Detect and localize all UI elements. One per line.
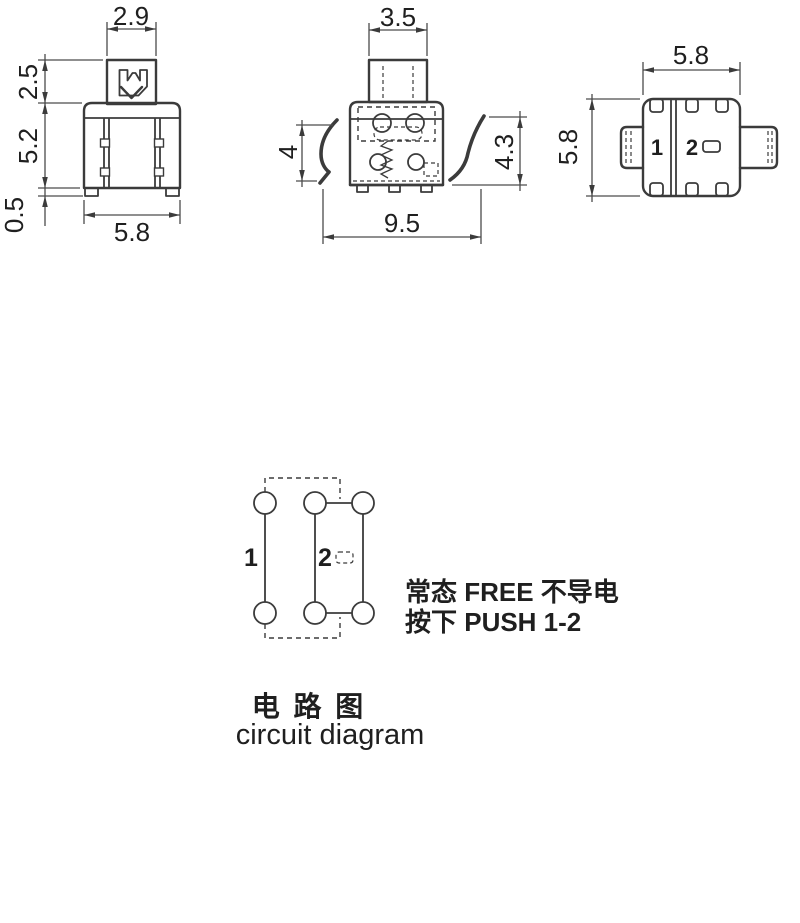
side-tab-left <box>619 125 645 170</box>
arrowhead <box>589 185 595 196</box>
terminal-node <box>351 601 375 625</box>
arrowhead <box>145 26 156 32</box>
arrowhead <box>416 27 427 33</box>
dim-label-left-lower: 0.5 <box>0 197 29 233</box>
front-foot-left <box>84 187 99 197</box>
mounting-bracket-left <box>318 118 339 185</box>
dim-label-left-upper: 2.5 <box>13 64 43 100</box>
dim-label-top: 3.5 <box>380 2 416 32</box>
edge-slot <box>685 182 699 197</box>
side-foot <box>356 184 369 193</box>
groove-notch <box>99 167 111 177</box>
arrowhead <box>42 196 48 207</box>
note-free-state: 常态 FREE 不导电 <box>405 577 619 607</box>
spring-symbol <box>379 140 394 179</box>
terminal-node <box>253 491 277 515</box>
arrowhead <box>299 170 305 181</box>
contact-circle <box>405 113 425 133</box>
dim-label-bottom: 5.8 <box>114 217 150 247</box>
terminal-node <box>303 601 327 625</box>
arrowhead <box>470 234 481 240</box>
dim-label-bottom: 9.5 <box>384 208 420 238</box>
arrowhead <box>517 117 523 128</box>
dim-label-left-mid: 5.2 <box>13 128 43 164</box>
hidden-contact-block <box>357 106 436 142</box>
arrowhead <box>42 177 48 188</box>
circuit-dashed-link-top <box>264 477 341 499</box>
hidden-bridge <box>373 126 423 141</box>
edge-slot <box>715 182 729 197</box>
edge-slot <box>649 182 664 197</box>
mounting-bracket-right <box>448 114 486 182</box>
side-body-outline <box>348 100 445 187</box>
arrowhead <box>517 174 523 185</box>
arrowhead <box>643 67 654 73</box>
terminal-circle <box>407 153 425 171</box>
edge-slot <box>649 98 664 113</box>
front-body-outline <box>82 101 182 190</box>
top-view-pin2-label: 2 <box>686 135 698 160</box>
side-tab-right <box>738 125 779 170</box>
dim-label-width: 5.8 <box>673 40 709 70</box>
terminal-node <box>351 491 375 515</box>
annotations: 常态 FREE 不导电 按下 PUSH 1-2 电 路 图 circuit di… <box>236 577 619 751</box>
dim-label-left: 4 <box>273 145 303 159</box>
hidden-terminal-pad <box>423 162 439 177</box>
front-foot-right <box>165 187 180 197</box>
arrowhead <box>169 212 180 218</box>
circuit-diagram: 1 2 <box>244 477 375 639</box>
circuit-dashed-link-bottom <box>264 617 341 639</box>
groove-notch <box>99 138 111 148</box>
arrowhead <box>42 103 48 114</box>
arrowhead <box>42 60 48 71</box>
pin2-pad-dashed <box>335 551 354 564</box>
arrowhead <box>84 212 95 218</box>
dim-label-right: 4.3 <box>489 134 519 170</box>
note-push-state: 按下 PUSH 1-2 <box>405 607 581 637</box>
arrowhead <box>107 26 118 32</box>
arrowhead <box>369 27 380 33</box>
top-view-pin1-label: 1 <box>651 135 663 160</box>
arrowhead <box>729 67 740 73</box>
side-foot <box>388 184 401 193</box>
edge-slot <box>715 98 729 113</box>
side-plunger-outline <box>367 58 429 104</box>
front-view: 2.9 2.5 5.2 0.5 5.8 <box>0 1 182 247</box>
circuit-pin1-label: 1 <box>244 544 258 572</box>
groove-notch <box>153 138 165 148</box>
edge-slot <box>685 98 699 113</box>
side-foot <box>420 184 433 193</box>
circuit-pin2-label: 2 <box>318 544 332 572</box>
terminal-node <box>253 601 277 625</box>
terminal-node <box>303 491 327 515</box>
arrowhead <box>323 234 334 240</box>
contact-circle <box>372 113 392 133</box>
pin2-pad-outline <box>702 140 721 153</box>
terminal-circle <box>369 153 387 171</box>
plunger-keyway-detail <box>118 69 148 97</box>
dim-label-top: 2.9 <box>113 1 149 31</box>
arrowhead <box>42 92 48 103</box>
top-view: 1 2 5.8 5.8 <box>553 40 779 202</box>
dim-label-height: 5.8 <box>553 129 583 165</box>
plunger-chevron-mark <box>119 85 144 100</box>
arrowhead <box>299 125 305 136</box>
caption-chinese: 电 路 图 <box>252 691 367 722</box>
groove-notch <box>153 167 165 177</box>
caption-english: circuit diagram <box>236 719 425 751</box>
side-view: 3.5 4 4.3 9.5 <box>273 2 527 244</box>
arrowhead <box>589 99 595 110</box>
